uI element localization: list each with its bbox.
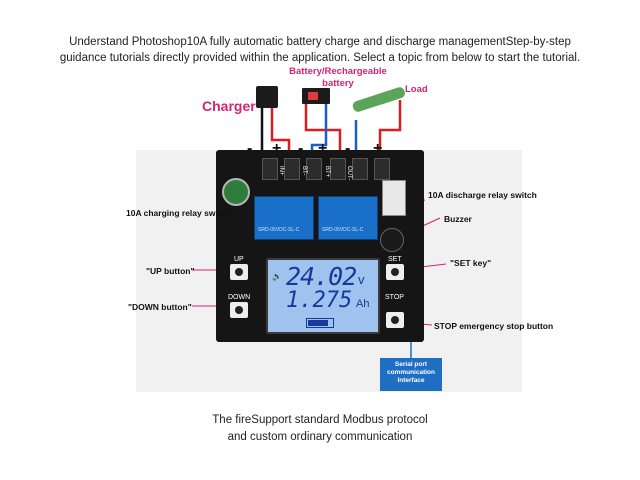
board-label-stop: STOP — [385, 294, 404, 301]
board-label-down: DOWN — [228, 294, 251, 301]
terminal-4 — [330, 158, 346, 180]
capacitor — [222, 178, 250, 206]
terminal-label-bt-plus: BT+ — [324, 166, 330, 178]
down-button[interactable] — [230, 302, 248, 318]
polarity-minus-3: - — [345, 140, 351, 157]
callout-buzzer: Buzzer — [444, 214, 472, 224]
charger-label: Charger — [202, 98, 256, 114]
relay-model-left: SRD-05VDC-SL-C — [258, 227, 300, 233]
lcd-display: 🔈 24.02 v 1.275 Ah — [266, 258, 380, 334]
relay-model-right: SRD-05VDC-SL-C — [322, 227, 364, 233]
polarity-plus-1: + — [272, 140, 282, 157]
speaker-icon: 🔈 — [272, 272, 282, 281]
terminal-3 — [306, 158, 322, 180]
buzzer — [380, 228, 404, 252]
terminal-6 — [374, 158, 390, 180]
battery-level-icon — [306, 318, 334, 328]
terminal-2 — [284, 158, 300, 180]
polarity-minus-1: - — [247, 140, 253, 157]
terminal-label-out-minus: OUT- — [346, 166, 352, 181]
callout-down-button: "DOWN button" — [128, 302, 192, 312]
set-button[interactable] — [386, 264, 404, 280]
terminal-label-in-plus: IN+ — [278, 166, 284, 176]
load-label: Load — [405, 84, 428, 95]
load-resistor — [352, 87, 405, 112]
footer-text: The fireSupport standard Modbus protocol… — [120, 412, 520, 446]
callout-stop-button: STOP emergency stop button — [434, 321, 554, 331]
board-label-set: SET — [388, 256, 402, 263]
footer-line-1: The fireSupport standard Modbus protocol — [212, 414, 428, 426]
terminal-5 — [352, 158, 368, 180]
terminal-1 — [262, 158, 278, 180]
polarity-minus-2: - — [298, 140, 304, 157]
footer-line-2: and custom ordinary communication — [227, 431, 413, 443]
battery-label: Battery/Rechargeable battery — [289, 66, 387, 89]
polarity-plus-3: + — [373, 140, 383, 157]
serial-connector — [382, 180, 406, 216]
callout-serial-port: Serial port communication Interface — [380, 358, 442, 391]
terminal-label-bt-minus: BT- — [301, 166, 307, 176]
callout-discharge-relay: 10A discharge relay switch — [428, 190, 537, 200]
capacity-readout: 1.275 — [286, 288, 353, 313]
callout-set-key: "SET key" — [450, 258, 492, 268]
capacity-unit: Ah — [356, 298, 370, 310]
up-button[interactable] — [230, 264, 248, 280]
header-line-1: Understand Photoshop10A fully automatic … — [69, 36, 571, 48]
polarity-plus-2: + — [318, 140, 328, 157]
stop-button[interactable] — [386, 312, 404, 328]
callout-up-button: "UP button" — [146, 266, 195, 276]
voltage-unit: v — [358, 272, 365, 287]
charger-device — [256, 86, 278, 108]
header-line-2: guidance tutorials directly provided wit… — [59, 52, 581, 64]
board-label-up: UP — [234, 256, 244, 263]
discharge-relay: SRD-05VDC-SL-C — [318, 196, 378, 240]
header-text: Understand Photoshop10A fully automatic … — [40, 34, 600, 66]
callout-charging-relay: 10A charging relay switch — [126, 208, 231, 218]
charging-relay: SRD-05VDC-SL-C — [254, 196, 314, 240]
voltage-readout: 24.02 — [286, 262, 357, 291]
